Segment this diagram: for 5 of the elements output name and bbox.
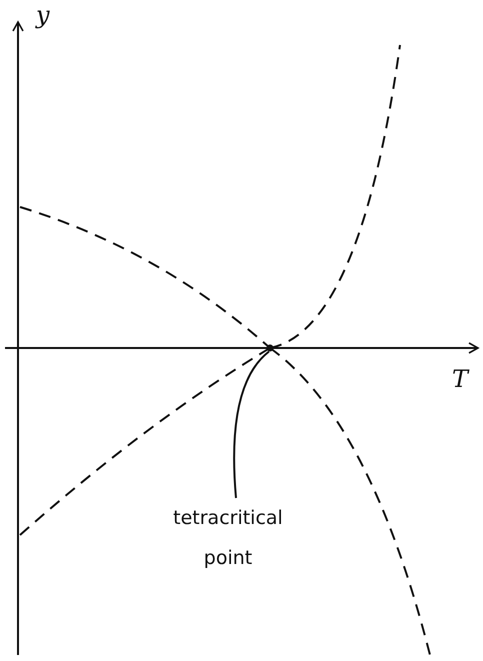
intersection-point [266,344,274,352]
axis-label: T [452,366,468,392]
axis-label: y [36,2,50,28]
annotation-text: tetracritical point [158,498,298,578]
leader-line [233,350,270,498]
